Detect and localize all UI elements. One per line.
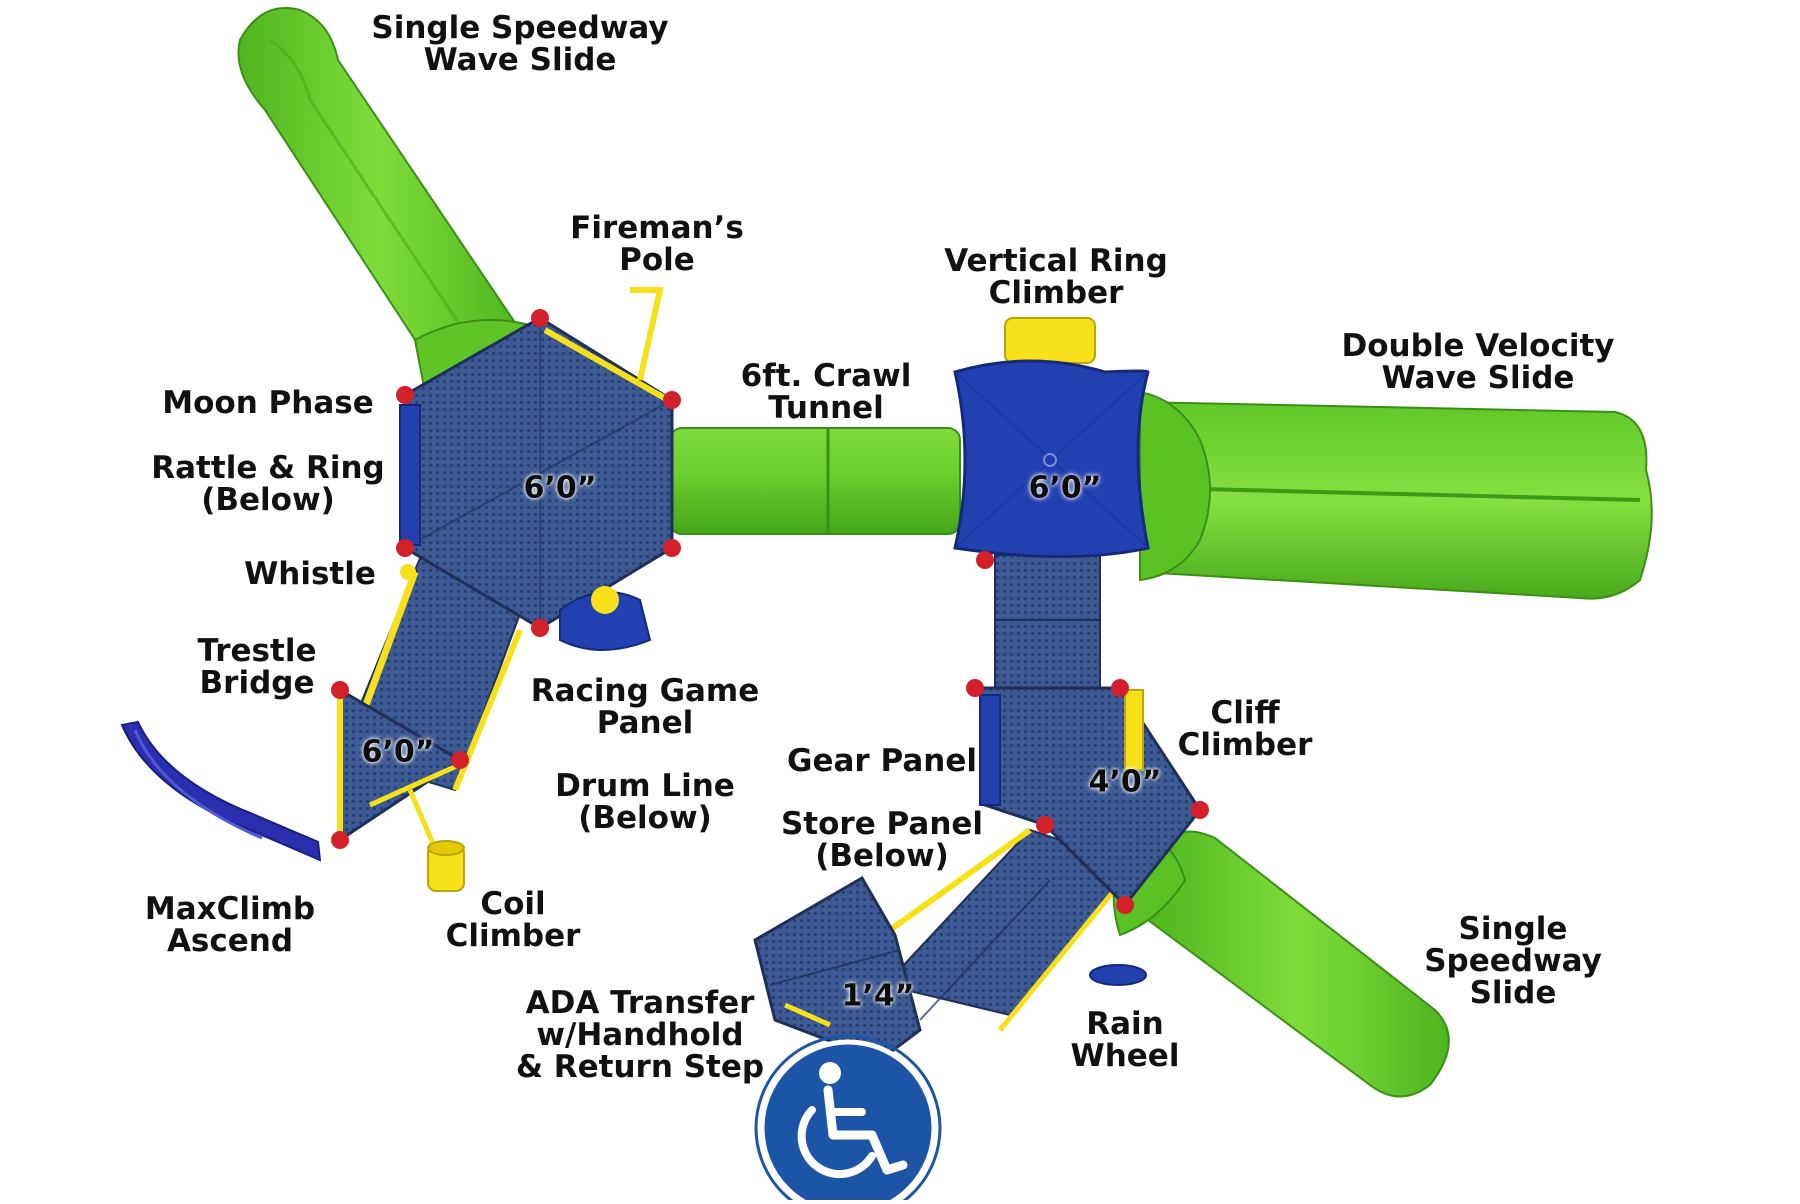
coil-climber <box>407 789 465 892</box>
label-trestle-bridge: Trestle Bridge <box>197 633 317 701</box>
label-crawl-tunnel: 6ft. Crawl Tunnel <box>740 358 912 426</box>
label-single-speedway-wave-slide: Single Speedway Wave Slide <box>371 10 669 78</box>
rain-wheel <box>1089 964 1147 986</box>
height-square-deck: 6’0” <box>1028 470 1102 506</box>
label-cliff-climber: Cliff Climber <box>1177 695 1313 763</box>
label-single-speedway-slide: Single Speedway Slide <box>1424 911 1602 1011</box>
label-firemans-pole: Fireman’s Pole <box>570 210 744 278</box>
double-velocity-wave-slide <box>1139 390 1653 600</box>
hex-deck <box>399 287 674 651</box>
label-whistle: Whistle <box>244 556 376 592</box>
wheelchair-icon <box>754 1034 942 1204</box>
square-deck-roof <box>953 317 1150 558</box>
ramp-deck-right <box>883 554 1137 1032</box>
label-rattle-ring: Rattle & Ring (Below) <box>151 450 385 518</box>
label-vertical-ring-climber: Vertical Ring Climber <box>944 243 1168 311</box>
label-racing-game-panel: Racing Game Panel <box>530 673 760 741</box>
label-rain-wheel: Rain Wheel <box>1070 1006 1180 1074</box>
triangle-deck <box>337 687 472 843</box>
ada-transfer <box>753 875 922 1062</box>
height-mid-deck: 4’0” <box>1088 764 1162 800</box>
label-gear-panel: Gear Panel <box>787 743 977 779</box>
height-hex-deck: 6’0” <box>523 470 597 506</box>
maxclimb-ascend <box>120 720 322 862</box>
label-store-panel: Store Panel (Below) <box>780 806 984 874</box>
height-triangle-deck: 6’0” <box>361 734 435 770</box>
posts <box>331 309 1209 914</box>
label-moon-phase: Moon Phase <box>162 385 374 421</box>
label-drum-line: Drum Line (Below) <box>555 768 735 836</box>
crawl-tunnel <box>669 427 961 535</box>
label-ada-transfer: ADA Transfer w/Handhold & Return Step <box>515 985 765 1085</box>
label-maxclimb-ascend: MaxClimb Ascend <box>144 891 316 959</box>
label-coil-climber: Coil Climber <box>445 886 581 954</box>
height-transfer-deck: 1’4” <box>841 978 915 1014</box>
label-double-velocity-wave-slide: Double Velocity Wave Slide <box>1341 328 1615 396</box>
